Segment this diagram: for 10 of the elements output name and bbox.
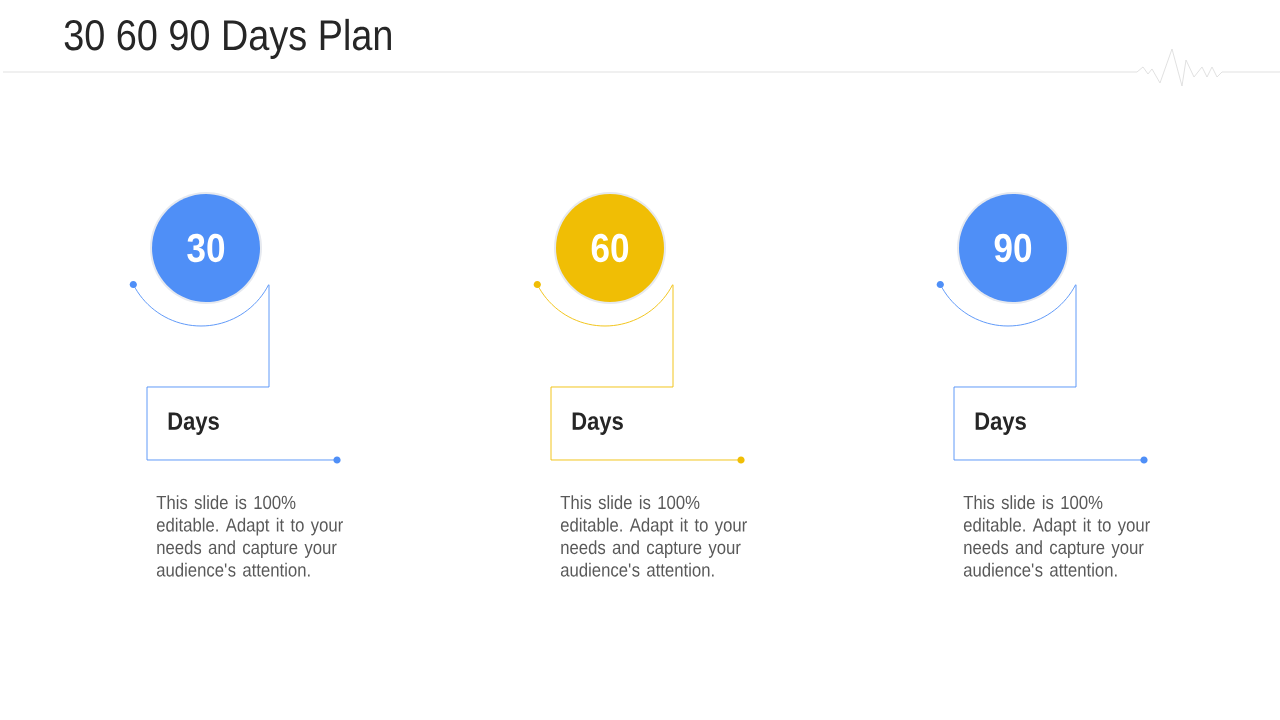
text-box: Days bbox=[146, 386, 338, 461]
text-box: Days bbox=[550, 386, 742, 461]
body-text: This slide is 100% editable. Adapt it to your needs and capture your audience's attention. bbox=[560, 495, 747, 577]
text-box: Days bbox=[953, 386, 1145, 461]
connector-line bbox=[1075, 284, 1077, 388]
title: 30 60 90 Days Plan bbox=[64, 18, 391, 59]
connector-line bbox=[672, 284, 674, 388]
connector-line bbox=[268, 284, 270, 388]
body-text: This slide is 100% editable. Adapt it to your needs and capture your audience's attention. bbox=[156, 495, 343, 577]
body-text: This slide is 100% editable. Adapt it to your needs and capture your audience's attention. bbox=[963, 495, 1150, 577]
